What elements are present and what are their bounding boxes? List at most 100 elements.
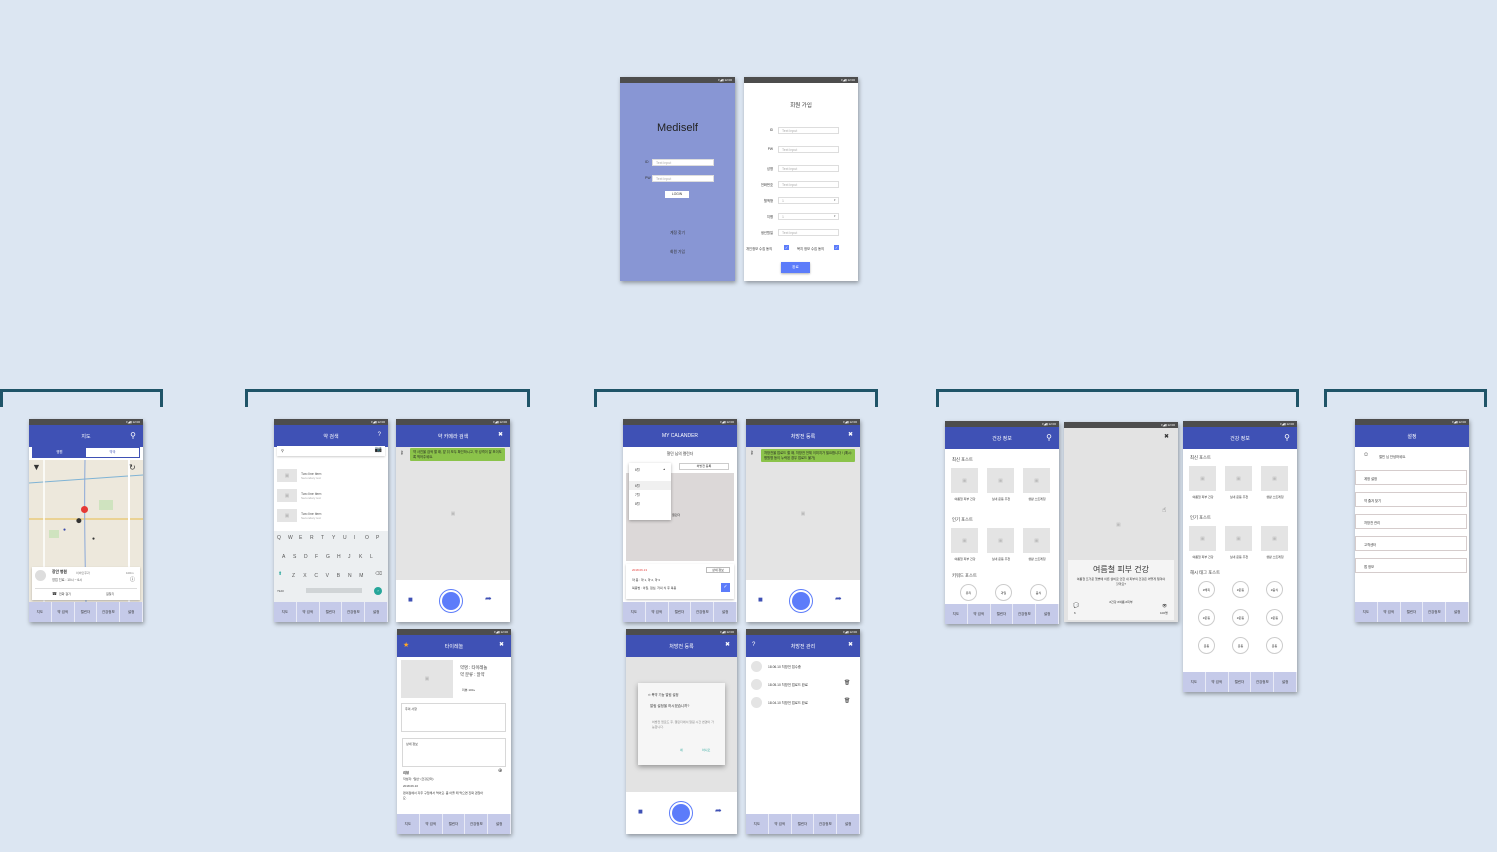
close-icon[interactable]: ✖ (847, 432, 853, 438)
keyboard-key[interactable]: H (337, 554, 341, 560)
help-icon[interactable]: ? (377, 432, 381, 438)
folder-icon[interactable]: ■ (408, 595, 413, 604)
search-icon[interactable]: ⚲ (1284, 433, 1290, 442)
nav-item[interactable]: 캘린더 (1401, 602, 1424, 622)
settings-item[interactable]: 처방전 관리 (1355, 514, 1467, 529)
space-key[interactable] (306, 588, 362, 593)
nav-item[interactable]: 지도 (29, 602, 52, 622)
keyboard-key[interactable]: P (376, 535, 380, 541)
nav-item[interactable]: 설정 (120, 602, 143, 622)
no-button[interactable]: 아니오 (702, 748, 711, 752)
nav-item[interactable]: 캘린더 (443, 814, 466, 834)
field-input[interactable]: 1 (778, 213, 839, 220)
keyboard-key[interactable]: V (325, 573, 329, 579)
register-rx-button[interactable]: 처방전 등록 (679, 463, 729, 470)
keyboard-key[interactable]: R (310, 535, 314, 541)
search-input[interactable]: ⚲ 📷 (277, 446, 385, 456)
hashtag-chip[interactable]: #음식 (1266, 581, 1283, 598)
item-primary[interactable]: Two line item (301, 472, 322, 476)
nav-item[interactable]: 지도 (746, 814, 769, 834)
nav-item[interactable]: 건강정보 (1013, 604, 1037, 624)
trash-icon[interactable]: 🗑 (844, 698, 851, 704)
shutter-button[interactable] (789, 589, 813, 613)
post-thumbnail[interactable]: ▣ (987, 468, 1014, 493)
place-marker-icon[interactable]: ⬤ (76, 518, 82, 524)
close-icon[interactable]: ✖ (724, 642, 730, 648)
close-icon[interactable]: ✖ (847, 642, 853, 648)
keyboard-key[interactable]: I (354, 535, 356, 541)
call-button[interactable]: 전화 걸기 (59, 592, 71, 596)
keyboard-key[interactable]: C (314, 573, 319, 579)
keyboard-key[interactable]: Q (277, 535, 281, 541)
nav-item[interactable]: 지도 (1183, 672, 1206, 692)
post-thumbnail[interactable]: ▣ (1189, 526, 1216, 551)
folder-icon[interactable]: ■ (638, 807, 643, 816)
hashtag-chip[interactable]: 운동 (1266, 637, 1283, 654)
keyboard-key[interactable]: O (365, 535, 369, 541)
nav-item[interactable]: 설정 (1274, 672, 1297, 692)
signup-link[interactable]: 회원 가입 (669, 250, 686, 254)
nav-item[interactable]: 건강정보 (465, 814, 489, 834)
post-title[interactable]: 실내 운동 추천 (1229, 495, 1249, 499)
field-input[interactable]: Text Input (778, 127, 839, 134)
keyboard-key[interactable]: Z (292, 573, 296, 579)
nav-item[interactable]: 약 검색 (968, 604, 991, 624)
month-option[interactable]: 6월 (629, 481, 671, 490)
share-icon[interactable]: ➦ (485, 594, 492, 603)
tab-pharmacy[interactable]: 약국 (86, 448, 139, 457)
nav-item[interactable]: 캘린더 (792, 814, 815, 834)
keyboard-key[interactable]: S (293, 554, 297, 560)
item-primary[interactable]: Two line item (301, 512, 322, 516)
nav-item[interactable]: 약 검색 (1378, 602, 1401, 622)
refresh-icon[interactable]: ↻ (129, 463, 136, 472)
rx-item[interactable]: 18.04.10 처방전 업로드 완료 (768, 701, 808, 705)
nav-item[interactable]: 설정 (365, 602, 388, 622)
post-thumbnail[interactable]: ▣ (1225, 526, 1252, 551)
nav-item[interactable]: 건강정보 (814, 814, 838, 834)
search-icon[interactable]: ⚲ (130, 431, 136, 440)
post-title[interactable]: 여름철 피부 건강 (954, 497, 976, 501)
share-icon[interactable]: ➦ (715, 806, 722, 815)
tab-hospital[interactable]: 병원 (33, 448, 86, 457)
keyboard-key[interactable]: T (321, 535, 325, 541)
nav-item[interactable]: 건강정보 (97, 602, 121, 622)
backspace-key[interactable]: ⌫ (375, 571, 383, 577)
privacy-consent-checkbox[interactable]: ✓ (784, 245, 789, 250)
post-title[interactable]: 생활 스트레칭 (1028, 497, 1046, 501)
camera-icon[interactable]: 📷 (374, 447, 382, 453)
nav-item[interactable]: 지도 (397, 814, 420, 834)
nav-item[interactable]: 지도 (1355, 602, 1378, 622)
place-marker-icon[interactable]: ● (92, 536, 96, 542)
settings-item[interactable]: 계정 설정 (1355, 470, 1467, 485)
share-icon[interactable]: ➦ (835, 594, 842, 603)
comment-icon[interactable]: 💬 (1073, 603, 1080, 609)
month-option[interactable]: 7월 (635, 493, 640, 497)
trash-icon[interactable]: 🗑 (844, 680, 851, 686)
post-title[interactable]: 실내 운동 추천 (991, 497, 1011, 501)
taken-checkbox[interactable]: ✓ (721, 583, 730, 592)
enter-key[interactable]: › (374, 587, 382, 595)
keyboard-key[interactable]: F (315, 554, 319, 560)
hashtag-chip[interactable]: #운동 (1232, 581, 1249, 598)
keyboard-key[interactable]: A (282, 554, 286, 560)
directions-button[interactable]: 길찾기 (106, 592, 115, 596)
field-input[interactable]: 1 (778, 197, 839, 204)
pw-input[interactable]: Text Input (652, 175, 714, 182)
month-dropdown[interactable]: 6월▴ 6월 7월 8월 (629, 463, 671, 520)
hashtag-chip[interactable]: 운동 (1232, 637, 1249, 654)
submit-button[interactable]: 완료 (781, 262, 810, 273)
nav-item[interactable]: 지도 (274, 602, 297, 622)
nav-item[interactable]: 약 검색 (646, 602, 669, 622)
close-icon[interactable]: ✖ (498, 642, 504, 648)
id-input[interactable]: Text Input (652, 159, 714, 166)
post-title[interactable]: 실내 운동 추천 (991, 557, 1011, 561)
post-thumbnail[interactable]: ▣ (1023, 468, 1050, 493)
hashtag-chip[interactable]: #해피 (1198, 581, 1215, 598)
nav-item[interactable]: 건강정보 (1251, 672, 1275, 692)
post-title[interactable]: 생활 스트레칭 (1266, 555, 1284, 559)
keyboard-key[interactable]: E (299, 535, 303, 541)
keyboard-key[interactable]: G (326, 554, 330, 560)
nav-item[interactable]: 캘린더 (669, 602, 692, 622)
nav-item[interactable]: 설정 (488, 814, 511, 834)
